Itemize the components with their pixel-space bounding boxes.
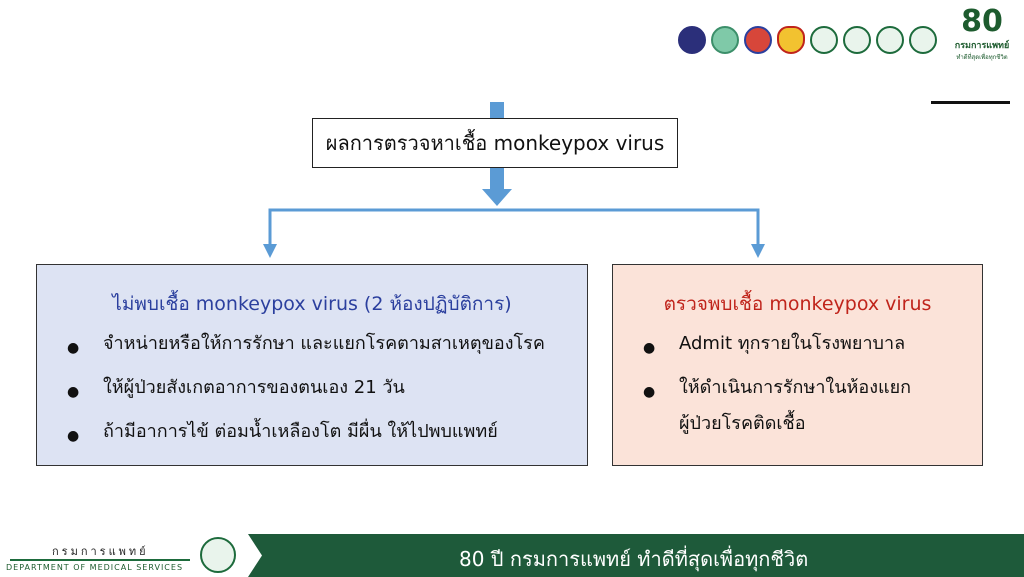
list-item: ●ให้ผู้ป่วยสังเกตอาการของตนเอง 21 วัน bbox=[67, 377, 545, 400]
list-item: ●จำหน่ายหรือให้การรักษา และแยกโรคตามสาเห… bbox=[67, 333, 545, 356]
bullet-icon: ● bbox=[67, 340, 80, 356]
partner-logo-icon bbox=[711, 26, 739, 54]
right-arrow-head bbox=[751, 244, 765, 258]
department-name-en: DEPARTMENT OF MEDICAL SERVICES bbox=[6, 563, 184, 572]
bullet-icon: ● bbox=[643, 340, 656, 356]
list-item: ●ถ้ามีอาการไข้ ต่อมน้ำเหลืองโต มีผื่น ให… bbox=[67, 421, 545, 444]
footer-slogan-bar: 80 ปี กรมการแพทย์ ทำดีที่สุดเพื่อทุกชีวิ… bbox=[248, 534, 1024, 577]
list-item: ●Admit ทุกรายในโรงพยาบาล bbox=[643, 333, 911, 356]
top-stem bbox=[490, 102, 504, 118]
department-branding: กรมการแพทย์ DEPARTMENT OF MEDICAL SERVIC… bbox=[0, 534, 254, 577]
partner-logo-icon bbox=[843, 26, 871, 54]
partner-logo-icon bbox=[678, 26, 706, 54]
list-item: ●ให้ดำเนินการรักษาในห้องแยกผู้ป่วยโรคติด… bbox=[643, 377, 912, 434]
department-rule bbox=[10, 559, 190, 561]
footer-slogan: 80 ปี กรมการแพทย์ ทำดีที่สุดเพื่อทุกชีวิ… bbox=[459, 547, 809, 571]
partner-logos bbox=[678, 26, 937, 54]
department-logo-icon bbox=[200, 537, 236, 573]
partner-logo-icon bbox=[810, 26, 838, 54]
partner-logo-icon bbox=[876, 26, 904, 54]
bullet-icon: ● bbox=[643, 384, 656, 400]
positive-result-panel: ตรวจพบเชื้อ monkeypox virus ●Admit ทุกรา… bbox=[612, 264, 983, 466]
test-result-box: ผลการตรวจหาเชื้อ monkeypox virus bbox=[312, 118, 678, 168]
split-connector bbox=[268, 208, 760, 245]
partner-logo-icon bbox=[744, 26, 772, 54]
header-rule bbox=[931, 101, 1010, 104]
bullet-icon: ● bbox=[67, 384, 80, 400]
test-result-label: ผลการตรวจหาเชื้อ monkeypox virus bbox=[325, 131, 665, 155]
anniversary-number: 80 bbox=[961, 4, 1003, 39]
positive-list: ●Admit ทุกรายในโรงพยาบาล ●ให้ดำเนินการรั… bbox=[643, 333, 911, 457]
partner-logo-icon bbox=[909, 26, 937, 54]
left-arrow-head bbox=[263, 244, 277, 258]
anniversary-line1: กรมการแพทย์ bbox=[954, 41, 1010, 51]
anniversary-line2: ทำดีที่สุดเพื่อทุกชีวิต bbox=[956, 54, 1008, 61]
partner-logo-icon bbox=[777, 26, 805, 54]
department-name-th: กรมการแพทย์ bbox=[52, 545, 149, 558]
negative-title: ไม่พบเชื้อ monkeypox virus (2 ห้องปฏิบัต… bbox=[112, 293, 512, 315]
down-arrow-shaft bbox=[490, 168, 504, 190]
anniversary-logo: 80 กรมการแพทย์ ทำดีที่สุดเพื่อทุกชีวิต bbox=[950, 6, 1014, 62]
down-arrow-head bbox=[482, 189, 512, 206]
negative-result-panel: ไม่พบเชื้อ monkeypox virus (2 ห้องปฏิบัต… bbox=[36, 264, 588, 466]
positive-title: ตรวจพบเชื้อ monkeypox virus bbox=[663, 293, 932, 315]
negative-list: ●จำหน่ายหรือให้การรักษา และแยกโรคตามสาเห… bbox=[67, 333, 545, 465]
bullet-icon: ● bbox=[67, 428, 80, 444]
